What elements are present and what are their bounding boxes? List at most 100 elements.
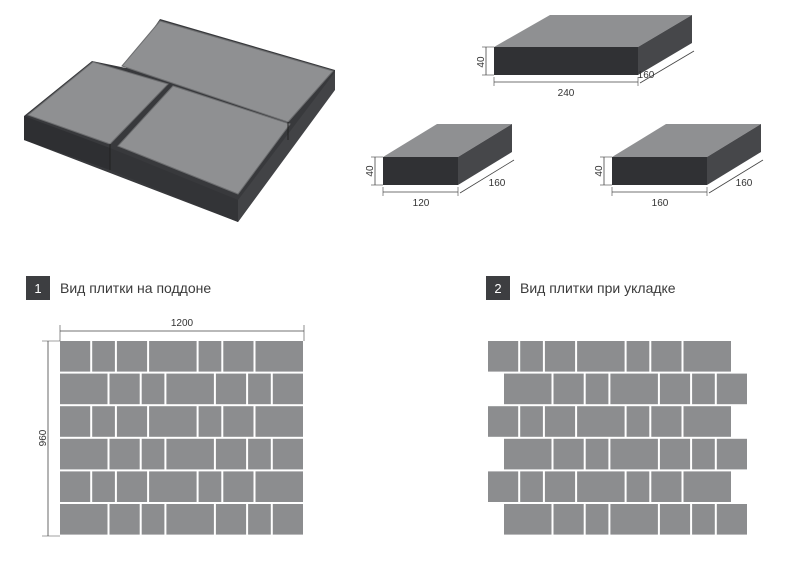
- tile: [520, 341, 543, 372]
- tile: [141, 438, 165, 470]
- tile: [60, 438, 108, 470]
- tile: [716, 373, 747, 405]
- tile: [659, 438, 691, 470]
- tile: [544, 341, 576, 372]
- section1-title: Вид плитки на поддоне: [60, 280, 211, 296]
- tile: [60, 504, 108, 535]
- block-120-height-label: 40: [365, 165, 376, 177]
- tile: [198, 471, 222, 502]
- pallet-width-label: 1200: [171, 318, 194, 329]
- section2-title: Вид плитки при укладке: [520, 280, 676, 296]
- tile: [577, 471, 625, 502]
- tile: [166, 373, 214, 405]
- tile: [92, 471, 115, 502]
- tile: [553, 504, 584, 535]
- section1-number: 1: [34, 281, 41, 296]
- tile: [248, 373, 271, 405]
- tile: [109, 504, 140, 535]
- tile: [60, 341, 91, 372]
- tile: [215, 373, 247, 405]
- tile: [272, 373, 303, 405]
- tile: [585, 504, 609, 535]
- tile: [141, 504, 165, 535]
- tile: [626, 406, 650, 437]
- tile: [248, 438, 271, 470]
- tile: [585, 373, 609, 405]
- tile: [651, 341, 682, 372]
- tile: [215, 504, 247, 535]
- tile: [659, 373, 691, 405]
- tile: [272, 438, 303, 470]
- tile: [149, 406, 197, 437]
- tile: [198, 341, 222, 372]
- block-240-height-label: 40: [476, 56, 487, 68]
- tile: [585, 438, 609, 470]
- section2-badge: [486, 276, 510, 300]
- pallet-tile-grid: [60, 341, 303, 535]
- tile: [683, 471, 731, 502]
- section1-badge: [26, 276, 50, 300]
- laying-tile-grid: [488, 341, 747, 535]
- tile: [116, 406, 148, 437]
- tile: [109, 373, 140, 405]
- tile: [488, 341, 519, 372]
- tile: [272, 504, 303, 535]
- block-240: [482, 15, 695, 86]
- tile: [692, 373, 715, 405]
- tile: [116, 471, 148, 502]
- tile: [223, 471, 254, 502]
- tile: [488, 471, 519, 502]
- block-160-height-label: 40: [594, 165, 605, 177]
- tile: [692, 438, 715, 470]
- tile: [60, 373, 108, 405]
- tile: [166, 438, 214, 470]
- tile: [651, 471, 682, 502]
- tile: [651, 406, 682, 437]
- tile: [520, 471, 543, 502]
- block-160: [600, 124, 764, 196]
- tile: [692, 504, 715, 535]
- tile: [659, 504, 691, 535]
- tile: [553, 373, 584, 405]
- pallet-height-label: 960: [38, 429, 49, 446]
- tile: [255, 341, 303, 372]
- tile: [504, 373, 552, 405]
- block-120: [371, 124, 515, 196]
- tile: [149, 471, 197, 502]
- tile: [504, 438, 552, 470]
- tile: [92, 341, 115, 372]
- tile: [577, 406, 625, 437]
- paving-set-3d: [24, 19, 335, 222]
- tile: [223, 341, 254, 372]
- tile: [255, 471, 303, 502]
- tile: [223, 406, 254, 437]
- pallet-dimension-lines: [42, 325, 305, 537]
- tile: [610, 504, 658, 535]
- tile: [109, 438, 140, 470]
- tile: [198, 406, 222, 437]
- tile: [116, 341, 148, 372]
- block-240-depth-label: 160: [638, 70, 655, 81]
- block-160-length-label: 160: [652, 198, 669, 209]
- tile: [141, 373, 165, 405]
- block-160-depth-label: 160: [736, 178, 753, 189]
- tile: [60, 406, 91, 437]
- block-120-length-label: 120: [413, 198, 430, 209]
- tile: [683, 406, 731, 437]
- tile: [488, 406, 519, 437]
- tile: [626, 471, 650, 502]
- tile: [255, 406, 303, 437]
- tile: [716, 438, 747, 470]
- tile: [215, 438, 247, 470]
- tile: [504, 504, 552, 535]
- tile: [544, 471, 576, 502]
- tile: [683, 341, 731, 372]
- tile: [60, 471, 91, 502]
- tile: [626, 341, 650, 372]
- tile: [577, 341, 625, 372]
- tile: [610, 438, 658, 470]
- tile: [544, 406, 576, 437]
- tile: [716, 504, 747, 535]
- tile: [92, 406, 115, 437]
- tile: [248, 504, 271, 535]
